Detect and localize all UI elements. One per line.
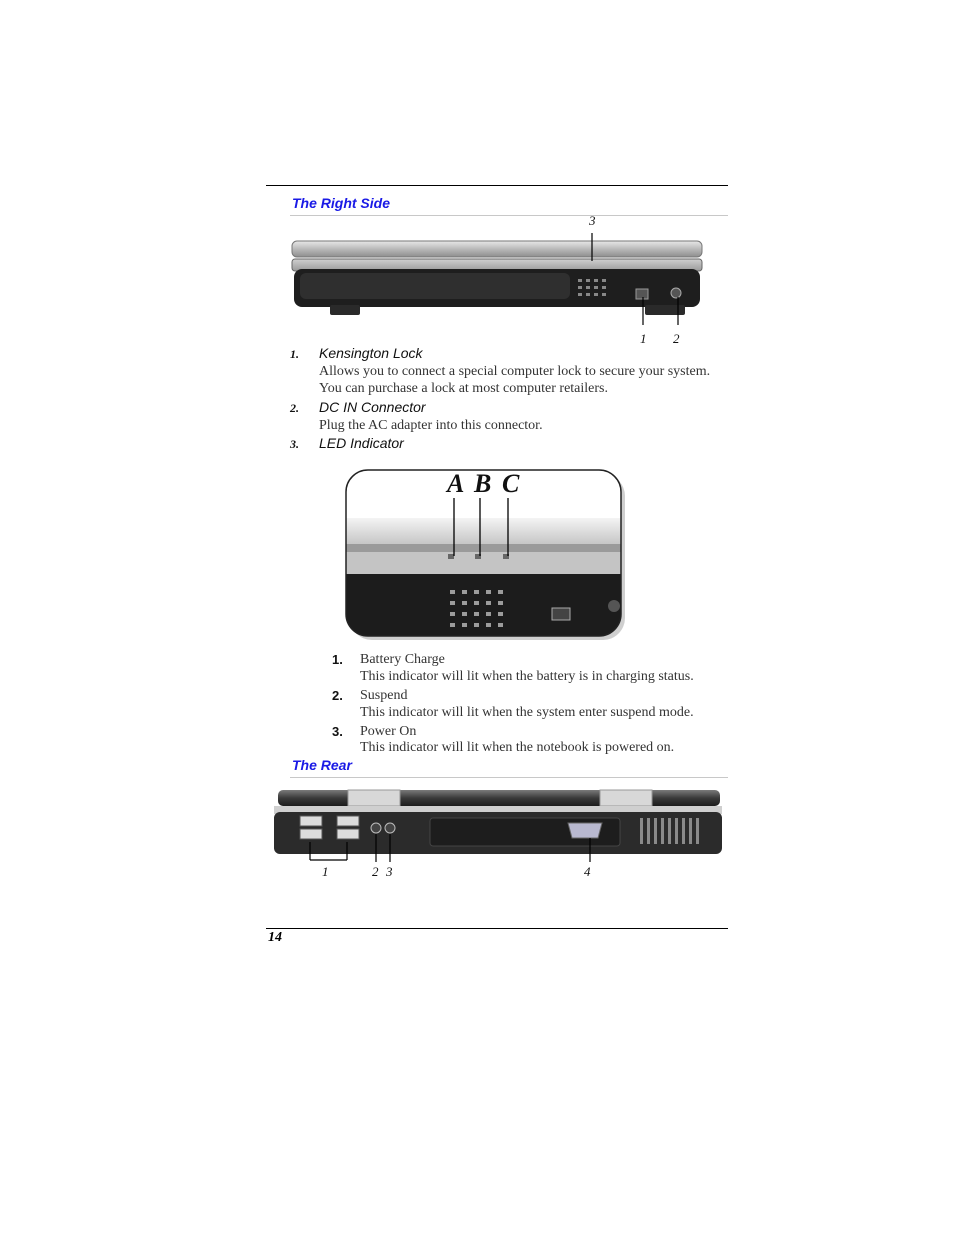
rear-callout-3: 3 bbox=[386, 864, 393, 879]
section-heading-rear: The Rear bbox=[292, 757, 352, 773]
led-label-c: C bbox=[502, 469, 520, 498]
led-item-desc: This indicator will lit when the system … bbox=[360, 705, 694, 720]
led-item-number-3: 3. bbox=[332, 724, 343, 739]
callout-1: 1 bbox=[640, 331, 647, 346]
item-title-led-indicator: LED Indicator bbox=[319, 435, 404, 451]
item-desc-line: You can purchase a lock at most computer… bbox=[319, 381, 608, 396]
top-rule bbox=[266, 185, 728, 186]
item-desc-line: Plug the AC adapter into this connector. bbox=[319, 418, 543, 433]
heading-underline bbox=[290, 777, 728, 778]
led-item-number-2: 2. bbox=[332, 688, 343, 703]
led-item-title-power-on: Power On bbox=[360, 724, 417, 739]
footer-rule bbox=[266, 928, 728, 929]
item-title-dc-in-connector: DC IN Connector bbox=[319, 399, 426, 415]
led-label-a: A bbox=[447, 469, 465, 498]
rear-callout-2: 2 bbox=[372, 864, 379, 879]
item-number-2: 2. bbox=[290, 401, 299, 415]
page-number: 14 bbox=[268, 930, 282, 945]
heading-underline bbox=[290, 215, 728, 216]
rear-photo bbox=[274, 789, 722, 862]
item-number-3: 3. bbox=[290, 437, 299, 451]
led-item-desc: This indicator will lit when the noteboo… bbox=[360, 740, 675, 755]
led-item-title-battery-charge: Battery Charge bbox=[360, 652, 445, 667]
item-title-kensington-lock: Kensington Lock bbox=[319, 345, 423, 361]
led-item-title-suspend: Suspend bbox=[360, 688, 408, 703]
led-indicator-photo bbox=[345, 469, 625, 640]
led-item-number-1: 1. bbox=[332, 652, 343, 667]
callout-2: 2 bbox=[673, 331, 680, 346]
item-desc-line: Allows you to connect a special computer… bbox=[319, 364, 711, 379]
section-heading-right-side: The Right Side bbox=[292, 195, 390, 211]
item-number-1: 1. bbox=[290, 347, 299, 361]
callout-3: 3 bbox=[589, 213, 596, 228]
rear-callout-4: 4 bbox=[584, 864, 591, 879]
right-side-photo bbox=[291, 233, 703, 325]
rear-callout-1: 1 bbox=[322, 864, 329, 879]
led-item-desc: This indicator will lit when the battery… bbox=[360, 669, 694, 684]
led-label-b: B bbox=[474, 469, 492, 498]
